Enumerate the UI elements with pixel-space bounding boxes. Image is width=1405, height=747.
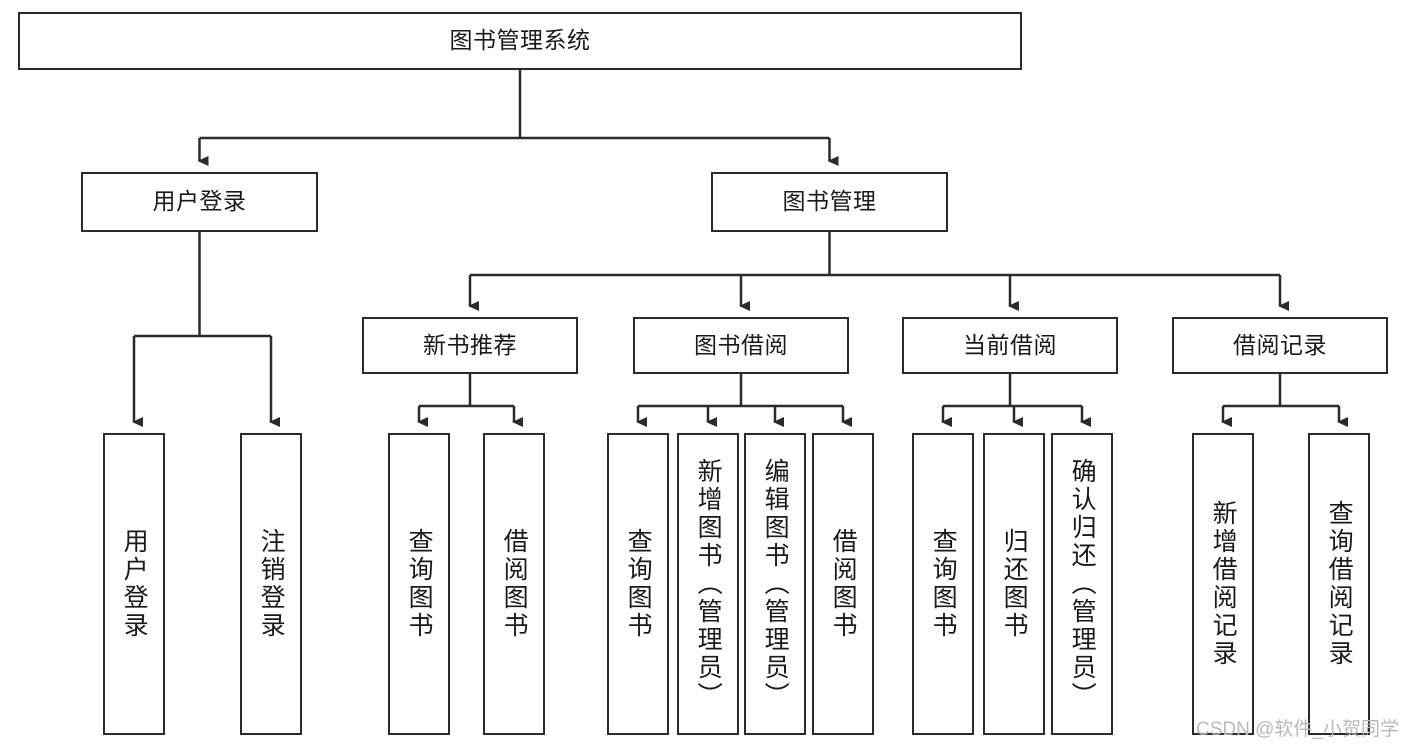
node-borrow-record: 借阅记录 [1172,317,1388,374]
node-leaf-query-record: 查询借阅记录 [1308,433,1370,735]
node-label: 查询借阅记录 [1325,500,1354,668]
node-label: 查询图书 [929,528,958,640]
node-label: 新增图书（管理员） [694,458,723,710]
node-leaf-borrow-book: 借阅图书 [812,433,874,735]
node-current-borrow: 当前借阅 [902,317,1118,374]
node-leaf-query-book-rec: 查询图书 [388,433,450,735]
node-label: 确认归还（管理员） [1068,458,1097,710]
node-leaf-borrow-book-rec: 借阅图书 [483,433,545,735]
node-user-login: 用户登录 [81,172,318,232]
node-label: 图书管理系统 [449,27,591,54]
node-label: 新增借阅记录 [1209,500,1238,668]
node-label: 查询图书 [624,528,653,640]
node-leaf-user-login: 用户登录 [103,433,165,735]
node-new-book-rec: 新书推荐 [362,317,578,374]
node-label: 用户登录 [152,188,247,215]
node-leaf-query-book-bor: 查询图书 [607,433,669,735]
node-label: 新书推荐 [423,331,517,358]
node-label: 用户登录 [120,528,149,640]
node-label: 注销登录 [257,528,286,640]
node-leaf-edit-book: 编辑图书（管理员） [744,433,806,735]
node-label: 查询图书 [405,528,434,640]
node-label: 借阅图书 [829,528,858,640]
node-leaf-add-record: 新增借阅记录 [1192,433,1254,735]
node-leaf-return-book: 归还图书 [983,433,1045,735]
node-label: 编辑图书（管理员） [761,458,790,710]
node-label: 图书管理 [782,188,877,215]
node-label: 图书借阅 [694,331,788,358]
node-leaf-add-book: 新增图书（管理员） [677,433,739,735]
node-label: 借阅图书 [500,528,529,640]
node-label: 归还图书 [1000,528,1029,640]
node-leaf-confirm-return: 确认归还（管理员） [1051,433,1113,735]
node-leaf-query-book-cur: 查询图书 [912,433,974,735]
node-leaf-logout: 注销登录 [240,433,302,735]
node-root: 图书管理系统 [18,12,1022,70]
node-book-manage: 图书管理 [711,172,948,232]
node-book-borrow: 图书借阅 [633,317,849,374]
node-label: 当前借阅 [963,331,1057,358]
node-label: 借阅记录 [1233,331,1327,358]
